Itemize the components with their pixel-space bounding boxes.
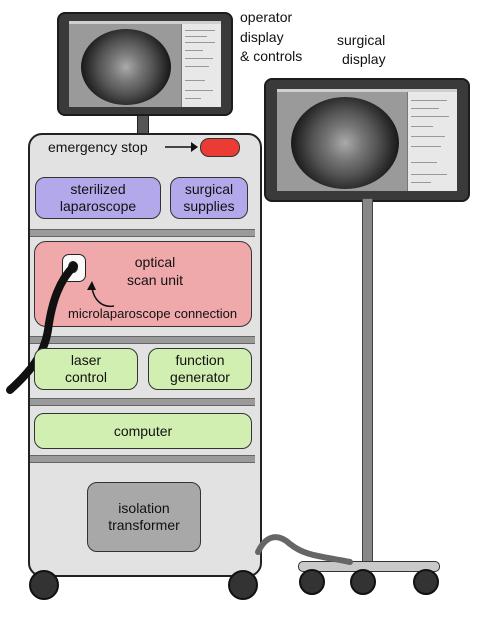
operator-scope-image: [81, 29, 171, 105]
optical-scan-unit-label-line1: optical: [134, 254, 176, 270]
optical-scan-unit-label-line2: scan unit: [126, 272, 184, 288]
wheel-icon: [413, 569, 439, 595]
cart-shelf: [30, 398, 255, 406]
connector-port-icon[interactable]: [62, 254, 86, 282]
operator-display-label-line3: & controls: [240, 48, 303, 64]
surgical-display-label-line1: surgical: [337, 32, 386, 48]
wheel-icon: [299, 569, 325, 595]
surgical-scope-image: [291, 97, 399, 189]
cart-shelf: [30, 229, 255, 237]
microlaparoscope-connection-label: microlaparoscope connection: [68, 306, 238, 321]
curved-arrow-icon: [87, 281, 115, 308]
function-generator-label-line1: function: [175, 352, 225, 368]
emergency-stop-label: emergency stop: [48, 139, 148, 155]
wheel-icon: [350, 569, 376, 595]
cart-shelf: [30, 336, 255, 344]
computer-label: computer: [113, 422, 173, 439]
operator-screen: [69, 21, 221, 107]
sterilized-laparoscope-box: sterilized laparoscope: [35, 177, 161, 219]
wheel-icon: [228, 570, 258, 600]
surgical-monitor: [264, 78, 470, 202]
surgical-supplies-label-line2: supplies: [183, 198, 235, 214]
function-generator-label-line2: generator: [170, 369, 230, 385]
surgical-stand-pole: [362, 198, 373, 566]
cart-shelf: [30, 455, 255, 463]
surgical-display-label-line2: display: [342, 51, 386, 67]
operator-control-panel: [181, 24, 221, 107]
laser-control-box: laser control: [34, 348, 138, 390]
isolation-transformer-label-line2: transformer: [108, 517, 180, 533]
laser-control-label-line2: control: [64, 369, 108, 385]
operator-display-label-line2: display: [240, 29, 284, 45]
surgical-supplies-label-line1: surgical: [184, 181, 234, 197]
surgical-supplies-box: surgical supplies: [170, 177, 248, 219]
wheel-icon: [29, 570, 59, 600]
surgical-screen: [277, 89, 457, 191]
operator-display-label-line1: operator: [240, 9, 293, 25]
isolation-transformer-label-line1: isolation: [118, 500, 170, 516]
laser-control-label-line1: laser: [70, 352, 102, 368]
function-generator-box: function generator: [148, 348, 252, 390]
surgical-control-panel: [407, 92, 457, 191]
computer-box: computer: [34, 413, 252, 449]
arrow-right-icon: [165, 142, 198, 152]
isolation-transformer-box: isolation transformer: [87, 482, 201, 552]
cable-icon: [255, 534, 353, 565]
sterilized-laparoscope-label-line1: sterilized: [70, 181, 126, 197]
operator-monitor: [57, 12, 233, 116]
sterilized-laparoscope-label-line2: laparoscope: [59, 198, 137, 214]
emergency-stop-button[interactable]: [200, 138, 240, 157]
